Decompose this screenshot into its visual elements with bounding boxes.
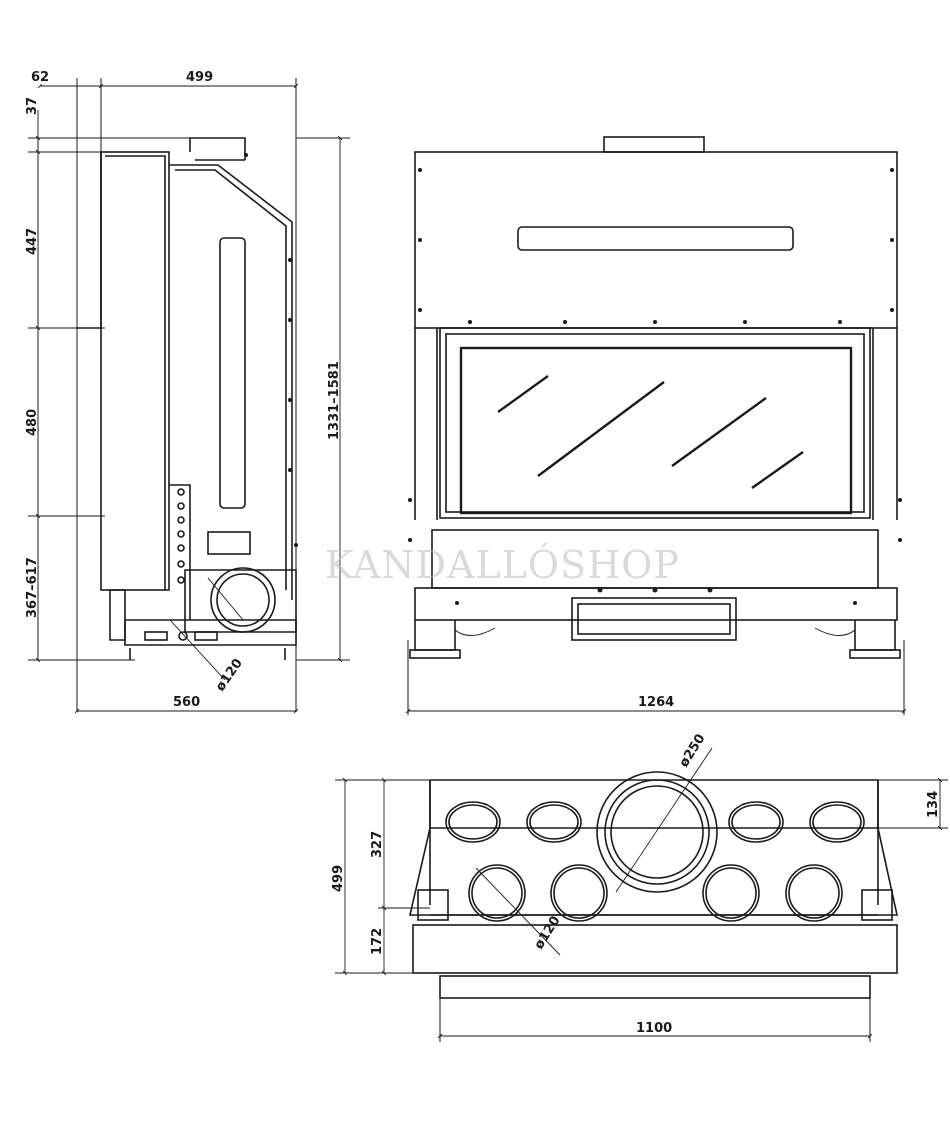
side-rivets (244, 153, 298, 547)
dim-134: 134 (926, 791, 941, 818)
dim-447: 447 (25, 228, 40, 255)
dim-1264: 1264 (638, 695, 674, 710)
dim-499: 499 (331, 865, 346, 892)
dim-dia-120: ø120 (532, 914, 564, 953)
front-rivets-top (418, 168, 894, 324)
glass-reflections (497, 375, 804, 489)
top-view: ø250 ø120 134 327 499 172 1100 (331, 732, 948, 1042)
dim-62: 62 (31, 70, 49, 85)
top-flue-outlets (445, 771, 865, 922)
dim-172: 172 (370, 928, 385, 955)
front-view: 1264 (405, 136, 907, 715)
dim-560: 560 (173, 695, 200, 710)
dim-480: 480 (25, 409, 40, 436)
dim-327: 327 (370, 831, 385, 858)
dim-dia-250: ø250 (677, 732, 709, 771)
dim-1100: 1100 (636, 1021, 672, 1036)
watermark-text: KANDALLÓSHOP (325, 543, 680, 587)
dim-367-617: 367–617 (25, 557, 40, 618)
dim-499-top: 499 (186, 70, 213, 85)
front-rivets-bottom (408, 498, 902, 605)
dim-flue-120: ø120 (213, 656, 246, 694)
dim-37: 37 (25, 97, 40, 115)
side-bolts (177, 488, 185, 584)
side-view: 62 499 37 447 480 367–617 1331–1581 560 … (25, 70, 350, 714)
dim-height-range: 1331–1581 (327, 361, 342, 440)
